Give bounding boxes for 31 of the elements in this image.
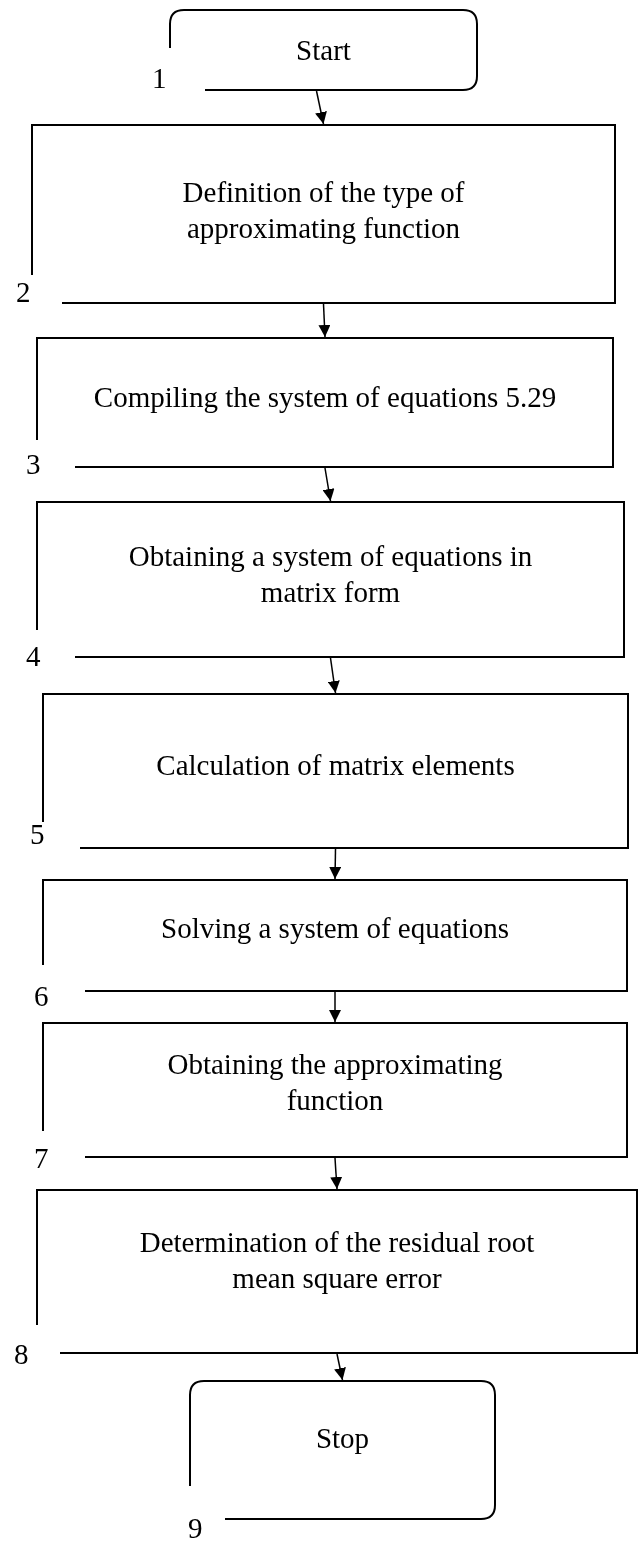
- terminal-box: [170, 10, 477, 90]
- step-text: Calculation of matrix elements: [156, 748, 515, 783]
- process-box: [32, 125, 615, 303]
- step-number: 3: [26, 448, 41, 480]
- terminal-box: [190, 1381, 495, 1519]
- step-text: Obtaining the approximating function: [166, 1047, 504, 1118]
- step-number: 1: [152, 62, 167, 94]
- arrow: [327, 657, 340, 694]
- step-text: Start: [296, 33, 351, 68]
- arrow: [329, 848, 342, 880]
- arrow: [329, 991, 341, 1023]
- arrow: [322, 467, 335, 502]
- arrow: [318, 303, 331, 338]
- step-number: 6: [34, 980, 49, 1012]
- process-box: [37, 1190, 637, 1353]
- step-number: 5: [30, 818, 45, 850]
- arrow: [315, 90, 327, 125]
- process-box: [43, 694, 628, 848]
- step-number: 7: [34, 1142, 49, 1174]
- step-number: 2: [16, 276, 31, 308]
- arrow: [334, 1353, 346, 1381]
- step-number: 9: [188, 1512, 203, 1544]
- step-text: Solving a system of equations: [161, 910, 509, 946]
- step-text: Stop: [315, 1421, 370, 1456]
- step-text: Definition of the type of approximating function: [181, 175, 466, 246]
- arrow: [330, 1157, 343, 1190]
- step-text: Obtaining a system of equations in matrix form: [127, 538, 534, 610]
- step-number: 8: [14, 1338, 29, 1370]
- step-text: Compiling the system of equations 5.29: [93, 379, 557, 415]
- step-text: Determination of the residual root mean square error: [138, 1224, 536, 1296]
- step-number: 4: [26, 640, 41, 672]
